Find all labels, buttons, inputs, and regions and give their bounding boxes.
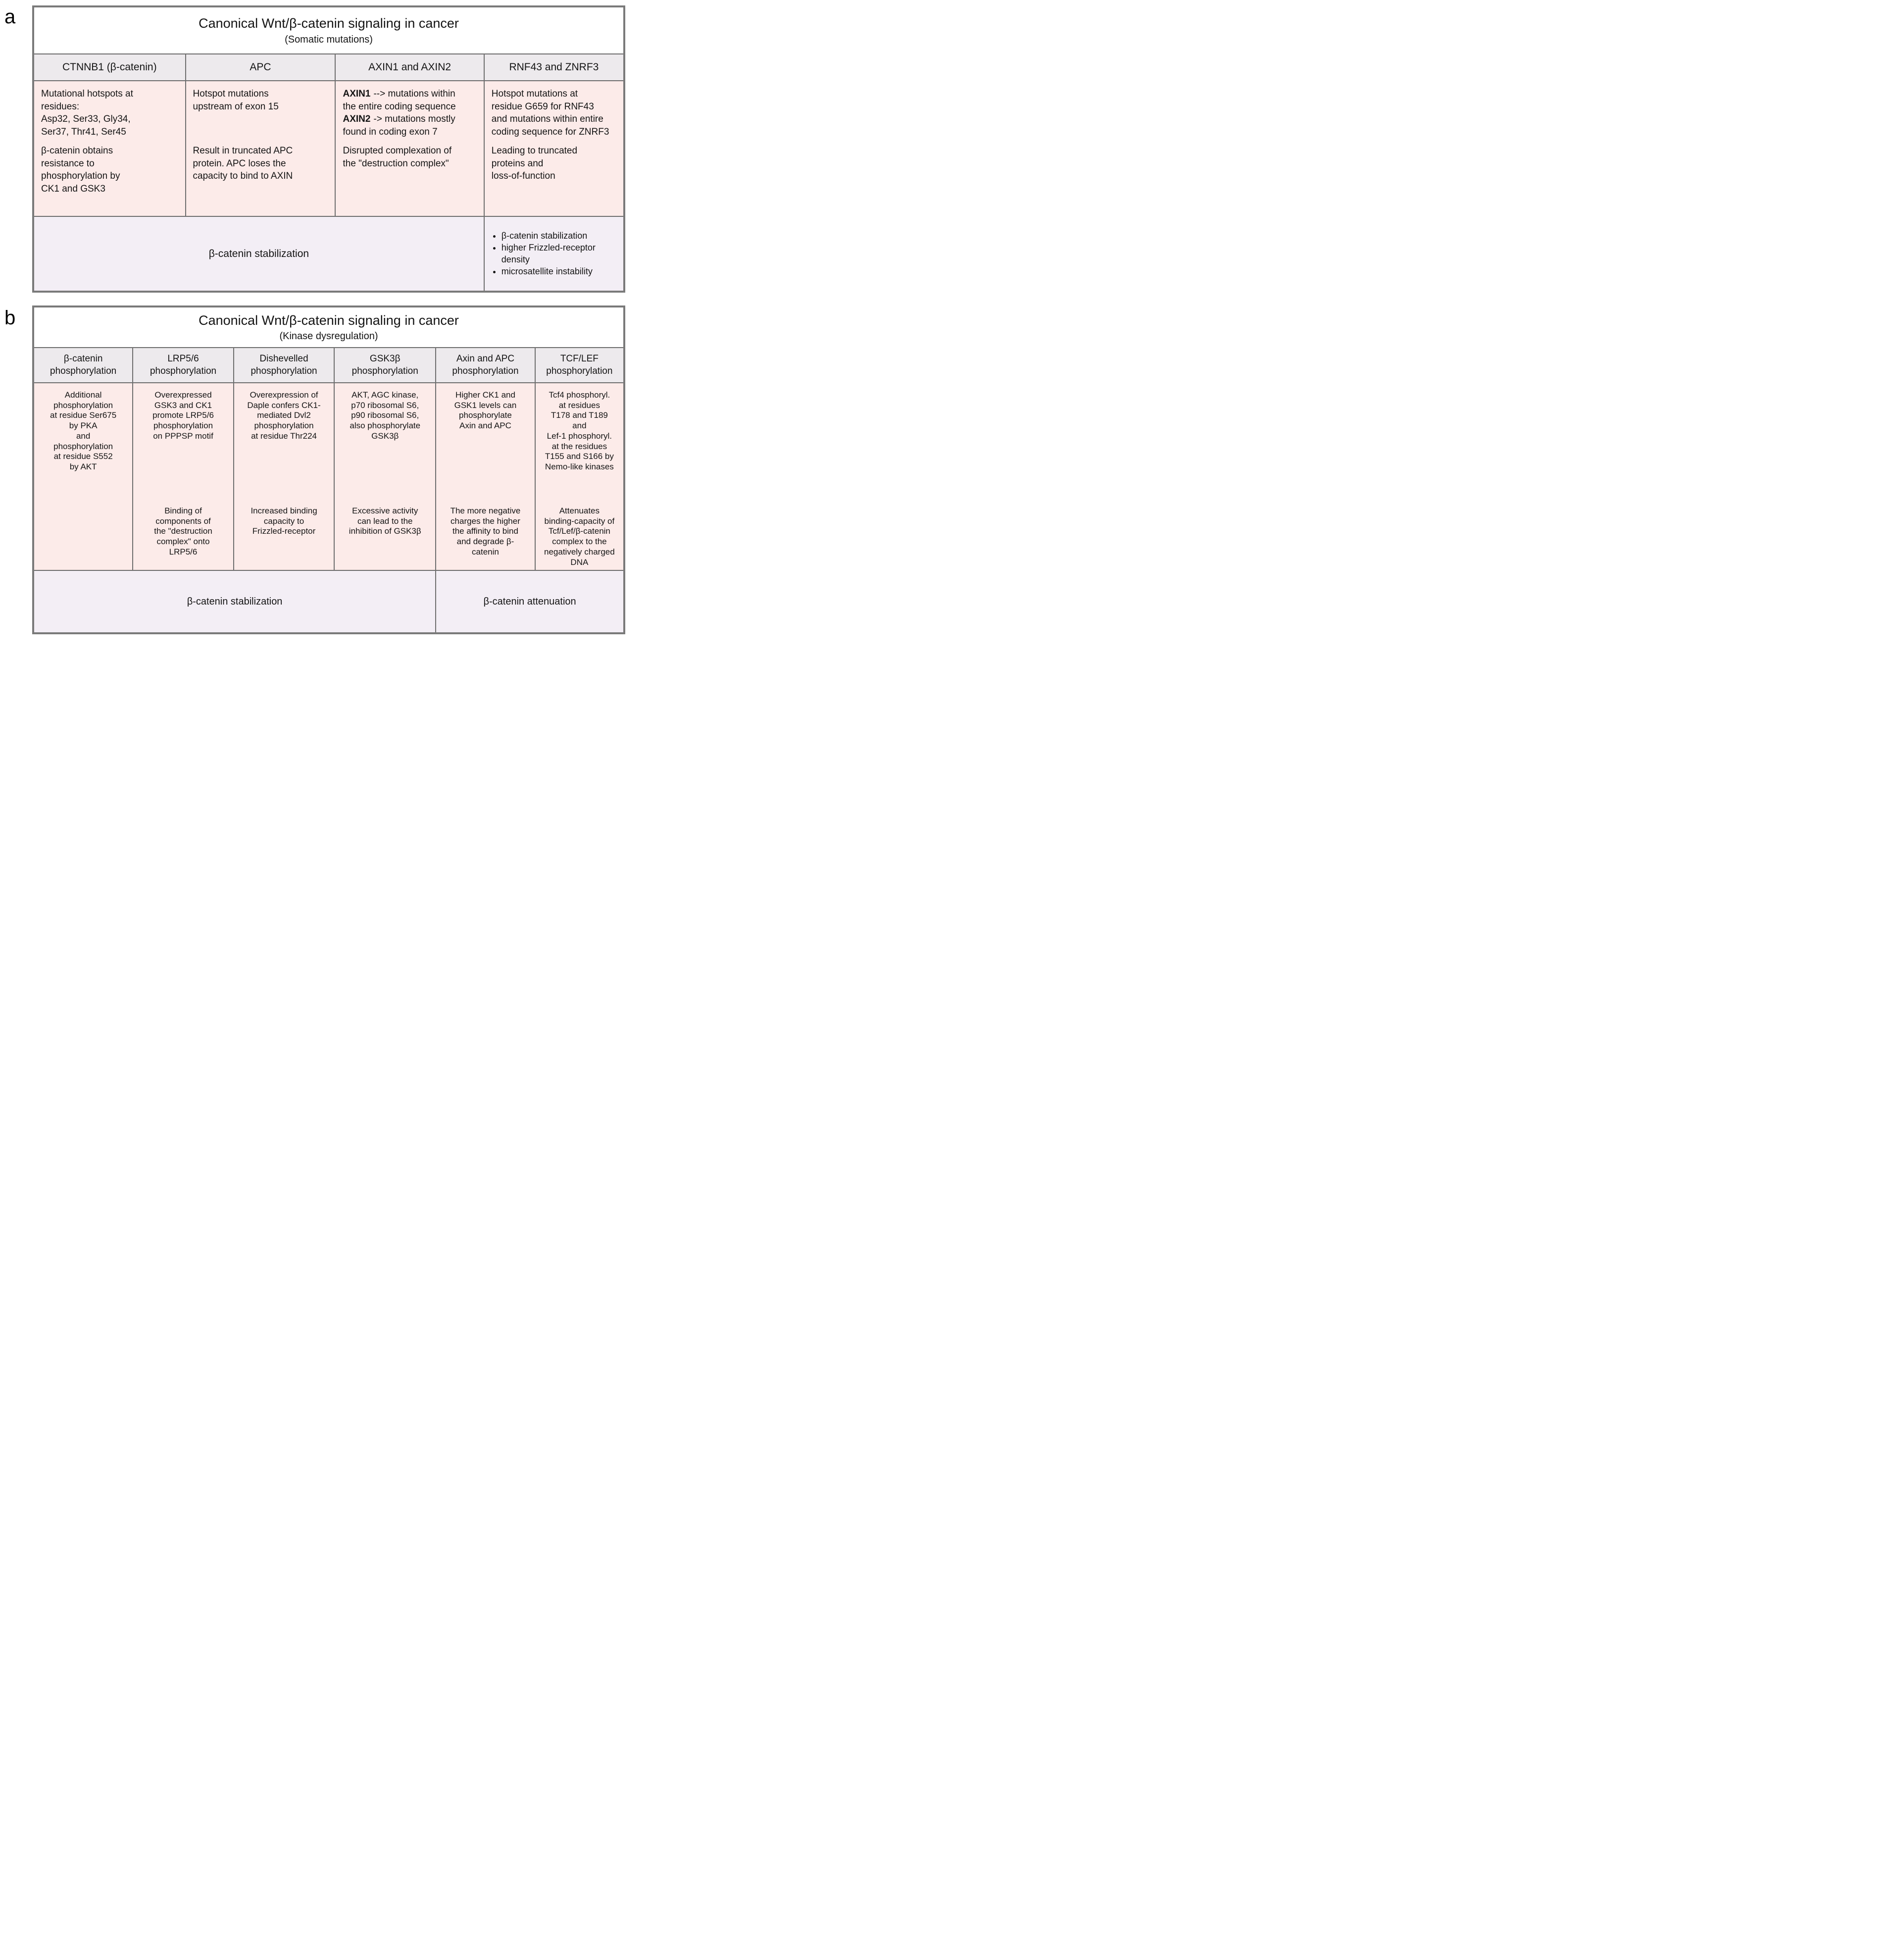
column-header-label: TCF/LEF phosphorylation xyxy=(546,353,613,376)
paragraph-rnf43-effect: Leading to truncated proteins and loss-o… xyxy=(491,146,578,182)
paragraph-axin-mutations: AXIN1--> mutations within the entire cod… xyxy=(343,88,477,145)
table-a-title-block: Canonical Wnt/β-catenin signaling in can… xyxy=(34,7,623,53)
paragraph-mechanism: AKT, AGC kinase, p70 ribosomal S6, p90 r… xyxy=(350,390,421,441)
cell-lrp56-phos-details: Overexpressed GSK3 and CK1 promote LRP5/… xyxy=(133,383,233,570)
outcome-bullet: higher Frizzled-receptor density xyxy=(501,242,621,265)
axin2-gene-label: AXIN2 xyxy=(343,114,371,125)
paragraph-consequence: The more negative charges the higher the… xyxy=(450,506,521,557)
axin2-line: AXIN2-> mutations mostly found in coding… xyxy=(343,113,477,138)
column-header-label: Dishevelled phosphorylation xyxy=(251,353,317,376)
outcome-beta-catenin-attenuation: β-catenin attenuation xyxy=(436,571,623,632)
outcome-beta-catenin-stabilization-a: β-catenin stabilization xyxy=(34,217,484,291)
table-a-title: Canonical Wnt/β-catenin signaling in can… xyxy=(199,16,459,31)
column-header-beta-catenin-phos: β-catenin phosphorylation xyxy=(34,348,133,382)
table-b-title: Canonical Wnt/β-catenin signaling in can… xyxy=(199,312,459,328)
cell-dishevelled-phos-details: Overexpression of Daple confers CK1- med… xyxy=(234,383,334,570)
column-header-rnf43-znrf3: RNF43 and ZNRF3 xyxy=(484,54,623,80)
axin1-text: --> mutations within the entire coding s… xyxy=(343,89,456,112)
cell-ctnnb1-details: Mutational hotspots at residues: Asp32, … xyxy=(34,81,185,216)
paragraph-mechanism: Additional phosphorylation at residue Se… xyxy=(50,390,117,472)
column-header-axin1-axin2: AXIN1 and AXIN2 xyxy=(336,54,484,80)
paragraph-consequence: Increased binding capacity to Frizzled-r… xyxy=(251,506,317,536)
cell-gsk3b-phos-details: AKT, AGC kinase, p70 ribosomal S6, p90 r… xyxy=(335,383,436,570)
paragraph-apc-hotspots: Hotspot mutations upstream of exon 15 xyxy=(193,89,279,112)
cell-tcf-lef-phos-details: Tcf4 phosphoryl. at residues T178 and T1… xyxy=(535,383,623,570)
panel-a-label: a xyxy=(4,6,16,28)
table-somatic-mutations: Canonical Wnt/β-catenin signaling in can… xyxy=(32,5,625,293)
column-header-ctnnb1: CTNNB1 (β-catenin) xyxy=(34,54,185,80)
cell-apc-details: Hotspot mutations upstream of exon 15 Res… xyxy=(186,81,335,216)
column-header-lrp56-phos: LRP5/6 phosphorylation xyxy=(133,348,233,382)
axin2-text: -> mutations mostly found in coding exon… xyxy=(343,114,455,137)
column-header-label: AXIN1 and AXIN2 xyxy=(368,61,451,73)
cell-axin-apc-phos-details: Higher CK1 and GSK1 levels can phosphory… xyxy=(436,383,535,570)
outcome-beta-catenin-stabilization-b: β-catenin stabilization xyxy=(34,571,436,632)
paragraph-rnf43-hotspots: Hotspot mutations at residue G659 for RN… xyxy=(491,89,609,137)
table-a-subtitle: (Somatic mutations) xyxy=(285,34,373,45)
column-header-label: Axin and APC phosphorylation xyxy=(452,353,519,376)
paragraph-apc-effect: Result in truncated APC protein. APC los… xyxy=(193,146,293,182)
paragraph-consequence: Excessive activity can lead to the inhib… xyxy=(349,506,421,536)
cell-axin-details: AXIN1--> mutations within the entire cod… xyxy=(336,81,484,216)
column-header-label: RNF43 and ZNRF3 xyxy=(509,61,599,73)
outcome-bullet: microsatellite instability xyxy=(501,266,621,277)
column-header-gsk3b-phos: GSK3β phosphorylation xyxy=(335,348,436,382)
outcome-rnf43-znrf3-list: β-catenin stabilization higher Frizzled-… xyxy=(484,217,623,291)
cell-rnf43-znrf3-details: Hotspot mutations at residue G659 for RN… xyxy=(484,81,623,216)
axin1-line: AXIN1--> mutations within the entire cod… xyxy=(343,88,477,113)
column-header-tcf-lef-phos: TCF/LEF phosphorylation xyxy=(535,348,623,382)
paragraph-consequence: Attenuates binding-capacity of Tcf/Lef/β… xyxy=(544,506,615,567)
column-header-label: APC xyxy=(250,61,271,73)
column-header-label: LRP5/6 phosphorylation xyxy=(150,353,217,376)
table-b-subtitle: (Kinase dysregulation) xyxy=(279,331,378,342)
table-kinase-dysregulation: Canonical Wnt/β-catenin signaling in can… xyxy=(32,305,625,634)
paragraph-mechanism: Tcf4 phosphoryl. at residues T178 and T1… xyxy=(545,390,614,472)
paragraph-consequence: Binding of components of the "destructio… xyxy=(154,506,212,557)
outcome-bullet-list: β-catenin stabilization higher Frizzled-… xyxy=(489,230,621,278)
paragraph-mechanism: Higher CK1 and GSK1 levels can phosphory… xyxy=(454,390,517,431)
column-header-label: GSK3β phosphorylation xyxy=(351,353,418,376)
table-b-title-block: Canonical Wnt/β-catenin signaling in can… xyxy=(34,307,623,347)
column-header-axin-apc-phos: Axin and APC phosphorylation xyxy=(436,348,535,382)
paragraph-mechanism: Overexpressed GSK3 and CK1 promote LRP5/… xyxy=(152,390,214,441)
axin1-gene-label: AXIN1 xyxy=(343,89,371,99)
column-header-dishevelled-phos: Dishevelled phosphorylation xyxy=(234,348,334,382)
paragraph-mechanism: Overexpression of Daple confers CK1- med… xyxy=(247,390,321,441)
paragraph-axin-effect: Disrupted complexation of the "destructi… xyxy=(343,146,452,169)
column-header-label: CTNNB1 (β-catenin) xyxy=(62,61,157,73)
figure-page: a Canonical Wnt/β-catenin signaling in c… xyxy=(0,0,635,645)
cell-beta-catenin-phos-details: Additional phosphorylation at residue Se… xyxy=(34,383,133,570)
column-header-apc: APC xyxy=(186,54,335,80)
paragraph-ctnnb1-effect: β-catenin obtains resistance to phosphor… xyxy=(41,146,120,194)
paragraph-ctnnb1-hotspots: Mutational hotspots at residues: Asp32, … xyxy=(41,89,133,137)
panel-b-label: b xyxy=(4,307,16,329)
column-header-label: β-catenin phosphorylation xyxy=(50,353,117,376)
outcome-bullet: β-catenin stabilization xyxy=(501,230,621,242)
